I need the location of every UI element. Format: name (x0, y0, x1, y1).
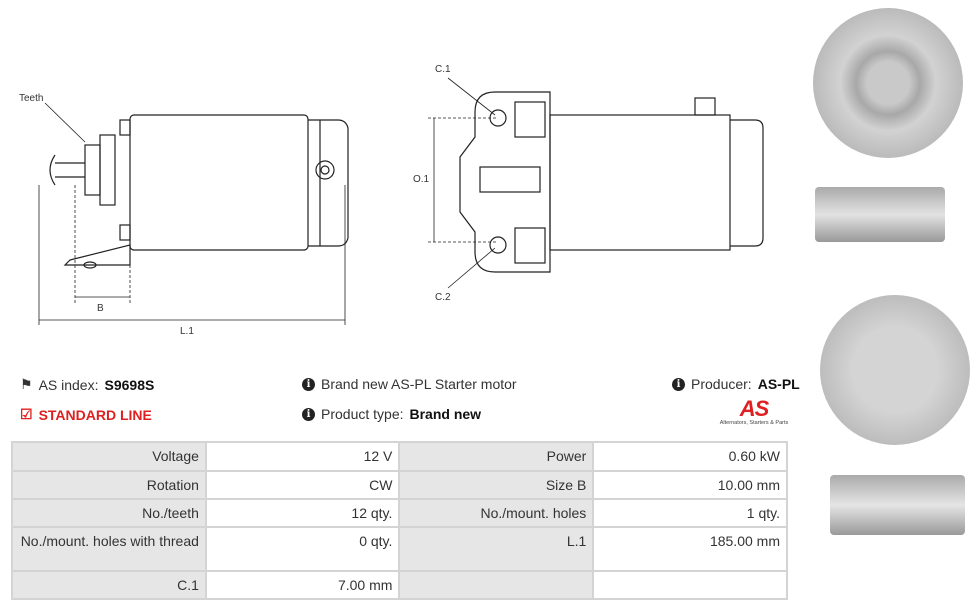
description-text: Brand new AS-PL Starter motor (321, 376, 517, 392)
info-icon: i (302, 377, 315, 391)
c1-label: C.1 (435, 64, 451, 75)
as-index: ⚑ AS index: S9698S (20, 376, 154, 393)
producer: i Producer: AS-PL (672, 376, 800, 392)
product-photo-back[interactable] (810, 265, 970, 455)
description: i Brand new AS-PL Starter motor (302, 376, 517, 392)
spec-label: No./teeth (11, 498, 207, 528)
product-type-label: Product type: (321, 406, 404, 422)
spec-label: Size B (398, 470, 595, 500)
spec-value: 12 qty. (204, 498, 401, 528)
spec-value: 7.00 mm (204, 570, 401, 600)
logo-tagline: Alternators, Starters & Parts (719, 420, 789, 426)
product-photo-front[interactable] (810, 5, 970, 165)
spec-value: 10.00 mm (592, 470, 788, 500)
spec-label: Voltage (11, 441, 207, 472)
product-line-label: STANDARD LINE (38, 406, 152, 423)
spec-value (592, 570, 788, 600)
spec-value: 0.60 kW (592, 441, 788, 472)
product-line: ☑ STANDARD LINE (20, 406, 152, 423)
info-icon: i (302, 407, 315, 421)
product-photo-label-side[interactable] (810, 460, 970, 545)
teeth-label: Teeth (19, 93, 43, 104)
info-icon: i (672, 377, 685, 391)
o1-label: O.1 (413, 174, 430, 185)
side-view-drawing: Teeth B L.1 (19, 93, 349, 337)
as-pl-logo: AS Alternators, Starters & Parts (715, 396, 793, 427)
producer-label: Producer: (691, 376, 752, 392)
spec-value: 1 qty. (592, 498, 788, 528)
spec-value: CW (204, 470, 401, 500)
spec-label: No./mount. holes (398, 498, 595, 528)
product-photo-side[interactable] (810, 175, 970, 250)
spec-value: 0 qty. (204, 526, 401, 572)
spec-label (398, 570, 595, 600)
spec-label: Power (398, 441, 595, 472)
product-type-value: Brand new (409, 406, 482, 422)
logo-text: AS (739, 396, 770, 421)
tags-icon: ⚑ (20, 376, 33, 392)
spec-label: No./mount. holes with thread (11, 526, 207, 572)
front-view-drawing: C.1 O.1 C.2 (413, 64, 764, 303)
spec-label: L.1 (398, 526, 595, 572)
as-index-label: AS index: (38, 376, 99, 393)
as-index-value: S9698S (104, 376, 155, 393)
spec-value: 185.00 mm (592, 526, 788, 572)
spec-label: Rotation (11, 470, 207, 500)
checkbox-icon: ☑ (20, 406, 33, 422)
l1-label: L.1 (180, 326, 194, 337)
producer-value: AS-PL (757, 376, 800, 392)
product-type: i Product type: Brand new (302, 406, 481, 422)
c2-label: C.2 (435, 292, 451, 303)
b-label: B (97, 303, 104, 314)
spec-value: 12 V (204, 441, 401, 472)
spec-label: C.1 (11, 570, 207, 600)
